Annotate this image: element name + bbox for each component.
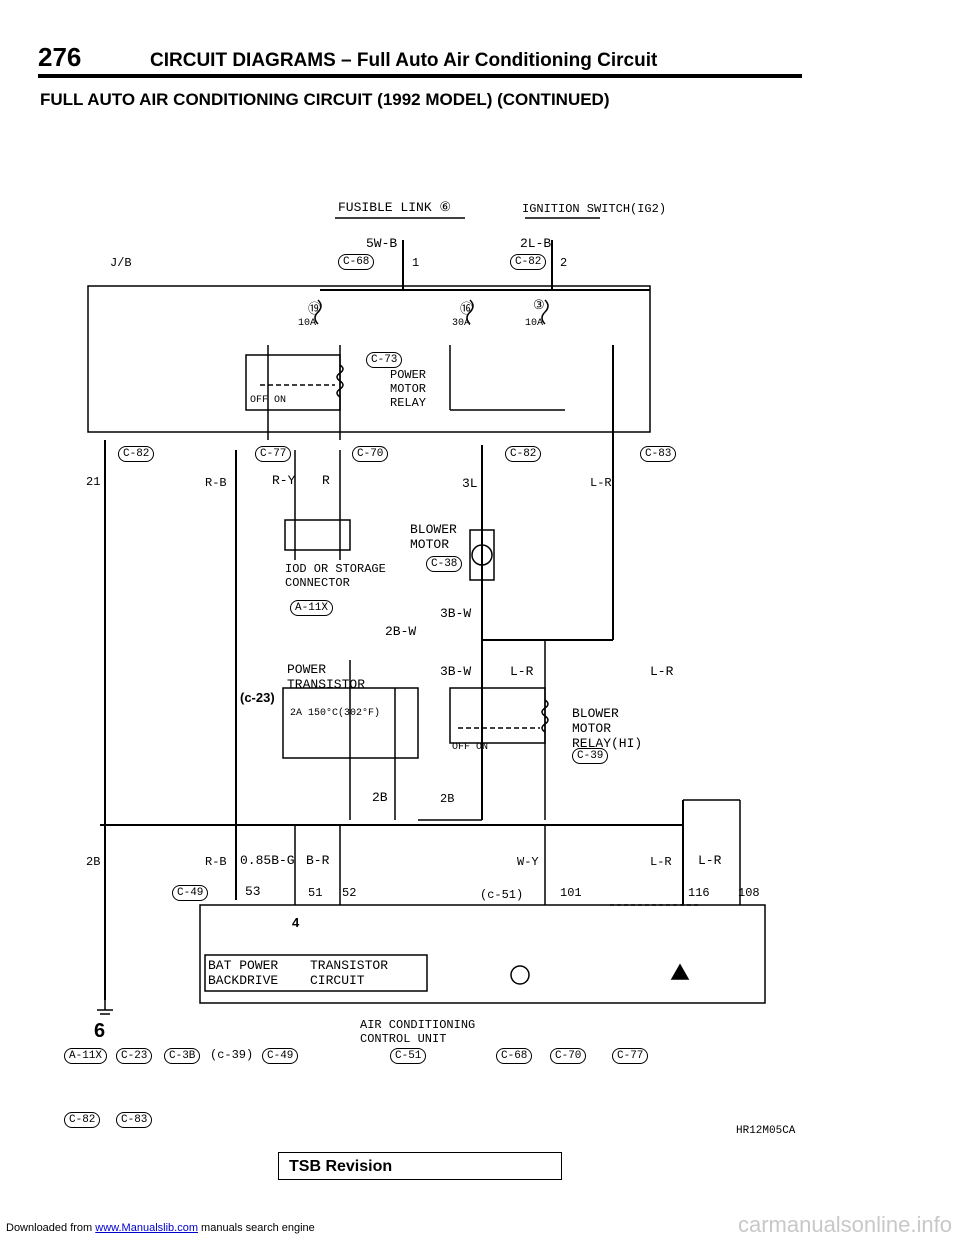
pin-51: 51 xyxy=(308,886,323,900)
fusible-link-label: FUSIBLE LINK ⑥ xyxy=(338,200,452,215)
power-motor-relay-label: POWER MOTOR RELAY xyxy=(390,368,427,410)
legend-c51: C-51 xyxy=(390,1048,427,1064)
fuse-19-amp: 10A xyxy=(298,318,317,329)
wire-lr-top: L-R xyxy=(590,476,612,490)
legend-c49: C-49 xyxy=(262,1048,299,1064)
wire-2b-b: 2B xyxy=(440,792,455,806)
legend-c77: C-77 xyxy=(612,1048,649,1064)
page-number: 276 xyxy=(38,42,82,72)
connector-c70: C-70 xyxy=(352,446,389,462)
sheet-id: HR12M05CA xyxy=(736,1125,796,1137)
blower-relay-off-on: OFF ON xyxy=(452,742,489,753)
storage-connector-label: IOD OR STORAGE CONNECTOR xyxy=(285,562,386,590)
wire-r: R xyxy=(322,473,330,488)
connector-c77: C-77 xyxy=(255,446,292,462)
footer-suffix: manuals search engine xyxy=(201,1222,315,1234)
watermark: carmanualsonline.info xyxy=(737,1212,952,1237)
wire-2b-a: 2B xyxy=(372,790,388,805)
wire-3bw: 3B-W xyxy=(440,606,472,621)
legend-c82: C-82 xyxy=(64,1112,101,1128)
legend-c68: C-68 xyxy=(496,1048,533,1064)
wire-rb-top: R-B xyxy=(205,476,227,490)
num-4: 4 xyxy=(292,915,300,930)
connector-legend-row2: C-82 C-83 xyxy=(64,1112,264,1132)
header-rule xyxy=(38,74,802,78)
connector-c82: C-82 xyxy=(510,254,547,270)
legend-a11x: A-11X xyxy=(64,1048,108,1064)
footer-link[interactable]: www.Manualslib.com xyxy=(95,1222,198,1234)
connector-c82-left: C-82 xyxy=(118,446,155,462)
wire-5wb: 5W-B xyxy=(366,236,398,251)
pin-116: 116 xyxy=(688,886,710,900)
jb-label: J/B xyxy=(110,256,132,270)
wire-br: B-R xyxy=(306,853,330,868)
pin-52: 52 xyxy=(342,886,357,900)
transistor-circuit-label: TRANSISTOR CIRCUIT xyxy=(310,958,389,988)
connector-legend-row1: A-11X C-23 C-3B (c-39) C-49 C-51 C-68 C-… xyxy=(64,1048,724,1088)
wire-lr-right: L-R xyxy=(650,664,674,679)
legend-c3b: C-3B xyxy=(164,1048,201,1064)
diagram-subtitle: FULL AUTO AIR CONDITIONING CIRCUIT (1992… xyxy=(40,90,610,109)
wire-2lb: 2L-B xyxy=(520,236,552,251)
wire-lr-far-right: L-R xyxy=(698,853,722,868)
footer-prefix: Downloaded from xyxy=(6,1222,93,1234)
wire-2b-left: 2B xyxy=(86,855,101,869)
pin-108: 108 xyxy=(738,886,760,900)
connector-c23: (c-23) xyxy=(240,690,275,705)
wire-085bg: 0.85B-G xyxy=(240,853,295,868)
wire-wy: W-Y xyxy=(517,855,539,869)
power-transistor-label: POWER TRANSISTOR xyxy=(287,662,366,692)
wire-ry: R-Y xyxy=(272,473,296,488)
connector-c51: (c-51) xyxy=(480,888,524,902)
pin-53: 53 xyxy=(245,884,261,899)
fuse-3-amp: 10A xyxy=(525,318,544,329)
wire-3bw-lower: 3B-W xyxy=(440,664,472,679)
wire-lr-mid: L-R xyxy=(510,664,534,679)
fuse-16: ⑯ xyxy=(460,302,474,317)
pin-2-label: 2 xyxy=(560,256,568,270)
connector-c83: C-83 xyxy=(640,446,677,462)
legend-c39: (c-39) xyxy=(210,1048,254,1062)
blower-motor-relay-label: BLOWER MOTOR RELAY(HI) xyxy=(572,706,643,751)
legend-c23: C-23 xyxy=(116,1048,153,1064)
page-title: CIRCUIT DIAGRAMS – Full Auto Air Conditi… xyxy=(150,50,658,71)
connector-a11x: A-11X xyxy=(290,600,334,616)
blower-motor-label: BLOWER MOTOR xyxy=(410,522,457,552)
connector-c73: C-73 xyxy=(366,352,403,368)
connector-c38: C-38 xyxy=(426,556,463,572)
pin-1-label: 1 xyxy=(412,256,420,270)
fuse-16-amp: 30A xyxy=(452,318,471,329)
relay-off-on: OFF ON xyxy=(250,395,287,406)
connector-c82-right: C-82 xyxy=(505,446,542,462)
legend-c83: C-83 xyxy=(116,1112,153,1128)
footer: Downloaded from www.Manualslib.com manua… xyxy=(6,1222,315,1234)
connector-c68: C-68 xyxy=(338,254,375,270)
wire-3l: 3L xyxy=(462,476,478,491)
wire-lr-bottom: L-R xyxy=(650,855,672,869)
legend-c70: C-70 xyxy=(550,1048,587,1064)
tsb-revision-box: TSB Revision xyxy=(278,1152,562,1180)
bat-power-backdrive: BAT POWER BACKDRIVE xyxy=(208,958,279,988)
wire-2bw: 2B-W xyxy=(385,624,417,639)
ground-6: 6 xyxy=(94,1020,106,1042)
connector-c39: C-39 xyxy=(572,748,609,764)
connector-c49: C-49 xyxy=(172,885,209,901)
fuse-19: ⑲ xyxy=(308,302,322,317)
pin-101: 101 xyxy=(560,886,582,900)
thermo-fuse-label: 2A 150°C(302°F) xyxy=(290,708,381,719)
ac-control-unit-label: AIR CONDITIONING CONTROL UNIT xyxy=(360,1018,476,1046)
wire-rb-bottom: R-B xyxy=(205,855,227,869)
num-21: 21 xyxy=(86,475,101,489)
fuse-3: ③ xyxy=(533,298,545,313)
ignition-switch-label: IGNITION SWITCH(IG2) xyxy=(522,202,667,216)
